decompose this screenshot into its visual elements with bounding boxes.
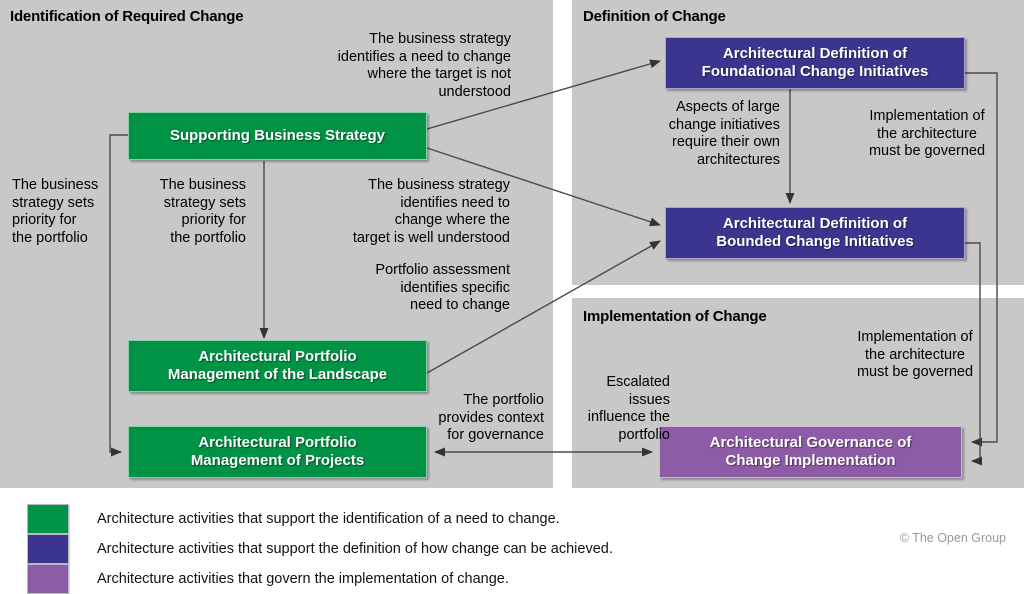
legend-item-purple: Architecture activities that govern the …: [27, 564, 509, 594]
edge-label-aspects-large-change-initiatives: Aspects of large change initiatives requ…: [668, 99, 780, 169]
node-label-line2: Bounded Change Initiatives: [716, 233, 914, 250]
legend-label: Architecture activities that support the…: [97, 511, 560, 527]
panel-title-identification: Identification of Required Change: [10, 8, 244, 25]
node-label-line1: Architectural Definition of: [722, 45, 908, 63]
node-label-line1: Architectural Portfolio: [198, 434, 357, 452]
legend-item-green: Architecture activities that support the…: [27, 504, 560, 534]
legend-swatch-purple: [27, 564, 69, 594]
edge-label-strategy-need-target-well-understood: The business strategy identifies need to…: [352, 177, 510, 247]
node-label-line2: Foundational Change Initiatives: [701, 63, 929, 80]
node-portfolio-landscape[interactable]: Architectural Portfolio Management of th…: [128, 340, 427, 392]
legend-label: Architecture activities that govern the …: [97, 571, 509, 587]
node-governance-change-implementation[interactable]: Architectural Governance of Change Imple…: [659, 426, 962, 478]
node-label-line2: Management of the Landscape: [167, 366, 388, 383]
node-supporting-business-strategy[interactable]: Supporting Business Strategy: [128, 112, 427, 160]
legend-swatch-green: [27, 504, 69, 534]
node-label-line1: Architectural Definition of: [722, 215, 908, 233]
node-bounded-change-initiatives[interactable]: Architectural Definition of Bounded Chan…: [665, 207, 965, 259]
node-foundational-change-initiatives[interactable]: Architectural Definition of Foundational…: [665, 37, 965, 89]
legend-label: Architecture activities that support the…: [97, 541, 613, 557]
edge-label-implementation-governed-top: Implementation of the architecture must …: [868, 108, 986, 160]
panel-title-implementation: Implementation of Change: [583, 308, 767, 325]
edge-label-strategy-need-target-not-understood: The business strategy identifies a need …: [337, 31, 511, 101]
copyright-notice: © The Open Group: [899, 531, 1006, 545]
edge-label-portfolio-assessment-specific-need: Portfolio assessment identifies specific…: [375, 262, 510, 314]
node-label-line1: Architectural Portfolio: [198, 348, 357, 366]
node-label: Supporting Business Strategy: [169, 127, 386, 145]
node-label-line2: Management of Projects: [190, 452, 365, 469]
node-label-line2: Change Implementation: [725, 452, 896, 469]
legend-swatch-navy: [27, 534, 69, 564]
edge-label-escalated-issues-influence-portfolio: Escalated issues influence the portfolio: [587, 374, 670, 444]
edge-label-portfolio-provides-context: The portfolio provides context for gover…: [438, 392, 544, 444]
legend: Architecture activities that support the…: [0, 488, 1024, 594]
edge-label-strategy-priority-portfolio-left: The business strategy sets priority for …: [12, 177, 99, 247]
legend-item-navy: Architecture activities that support the…: [27, 534, 613, 564]
edge-label-strategy-priority-portfolio-mid: The business strategy sets priority for …: [159, 177, 246, 247]
panel-title-definition: Definition of Change: [583, 8, 726, 25]
node-portfolio-projects[interactable]: Architectural Portfolio Management of Pr…: [128, 426, 427, 478]
node-label-line1: Architectural Governance of: [709, 434, 912, 452]
edge-label-implementation-governed-bottom: Implementation of the architecture must …: [856, 329, 974, 381]
